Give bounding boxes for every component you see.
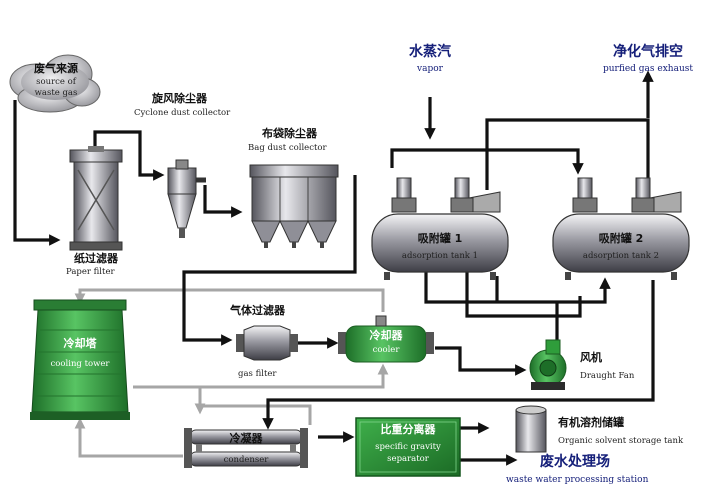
- tank1-label-en: adsorption tank 1: [401, 251, 479, 261]
- draught-fan: [529, 339, 567, 390]
- storage-tank-label-zh: 有机溶剂储罐: [558, 416, 624, 429]
- adsorption-tank-1: [371, 177, 509, 280]
- source-label-en-1: source of: [36, 77, 76, 87]
- waste-gas-source-cloud: [9, 54, 101, 113]
- condenser-label-zh: 冷凝器: [229, 432, 263, 445]
- tank2-label-zh: 吸附罐 2: [598, 232, 644, 245]
- tank2-label-en: adsorption tank 2: [582, 251, 660, 261]
- waste-water-label-zh: 废水处理场: [540, 454, 610, 470]
- cooling-tower-label-zh: 冷却塔: [63, 337, 97, 350]
- cyclone-label-zh: 旋风除尘器: [152, 92, 207, 105]
- exhaust-label-zh: 净化气排空: [613, 44, 683, 60]
- bag-label-zh: 布袋除尘器: [262, 127, 317, 140]
- gas-filter-label-zh: 气体过滤器: [230, 304, 285, 317]
- vapor-label-zh: 水蒸汽: [409, 44, 451, 60]
- paper-filter-label-en: Paper filter: [66, 267, 115, 277]
- waste-water-label-en: waste water processing station: [506, 475, 649, 485]
- cooling-tower: [30, 299, 130, 420]
- fan-label-zh: 风机: [580, 351, 602, 364]
- adsorption-tank-2: [552, 177, 690, 280]
- paper-filter-label-zh: 纸过滤器: [74, 252, 118, 265]
- separator-label-en-2: separator: [387, 454, 429, 464]
- cooling-water-lines: [74, 288, 389, 458]
- separator-label-zh: 比重分离器: [380, 423, 436, 436]
- cyclone-label-en: Cyclone dust collector: [134, 108, 231, 118]
- gas-filter-unit: [236, 325, 298, 361]
- bag-label-en: Bag dust collector: [248, 143, 327, 153]
- cooler-label-en: cooler: [372, 345, 400, 355]
- storage-tank-label-en: Organic solvent storage tank: [558, 436, 684, 446]
- source-label-zh: 废气来源: [34, 62, 78, 75]
- separator-label-en-1: specific gravity: [375, 442, 441, 452]
- gas-flow-lines: [13, 70, 655, 466]
- source-label-en-2: waste gas: [34, 88, 78, 98]
- exhaust-label-en: purfied gas exhaust: [602, 64, 693, 74]
- cooler-label-zh: 冷却器: [369, 329, 403, 342]
- condenser-label-en: condenser: [223, 455, 269, 465]
- fan-label-en: Draught Fan: [580, 371, 635, 381]
- bag-dust-collector: [249, 164, 339, 248]
- gravity-separator: [355, 417, 461, 477]
- vapor-label-en: vapor: [417, 64, 443, 74]
- cooling-tower-label-en: cooling tower: [50, 359, 110, 369]
- cooler-unit: [338, 315, 434, 363]
- cyclone-dust-collector: [167, 159, 206, 238]
- paper-filter-unit: [69, 146, 123, 251]
- condenser-unit: [184, 428, 308, 468]
- solvent-storage-tank: [515, 405, 547, 453]
- gas-filter-label-en: gas filter: [238, 369, 277, 379]
- tank1-label-zh: 吸附罐 1: [417, 232, 463, 245]
